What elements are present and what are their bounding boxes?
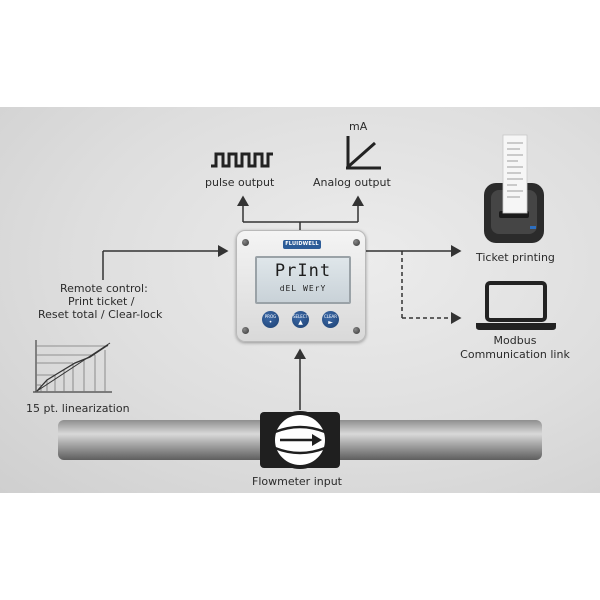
communication-link-label: Communication link xyxy=(460,348,570,361)
laptop-icon xyxy=(476,281,556,330)
brand-logo: FLUIDWELL xyxy=(283,240,321,249)
modbus-connector xyxy=(401,251,462,324)
output-connector xyxy=(237,195,364,230)
screw-icon xyxy=(242,327,249,334)
ticket-printing-label: Ticket printing xyxy=(476,251,555,264)
modbus-label: Modbus xyxy=(493,334,537,347)
screw-icon xyxy=(242,239,249,246)
printer-icon xyxy=(484,134,544,243)
clear-button[interactable]: CLEAR ► xyxy=(322,311,339,328)
analog-unit-label: mA xyxy=(349,120,368,133)
screw-icon xyxy=(353,327,360,334)
select-button-label: SELECT xyxy=(292,314,309,319)
clear-button-symbol: ► xyxy=(328,319,333,326)
analog-output-label: Analog output xyxy=(313,176,391,189)
clear-button-label: CLEAR xyxy=(323,314,338,319)
lcd-main-text: PrInt xyxy=(274,261,332,281)
linearization-graph-icon xyxy=(33,340,112,393)
pulse-icon xyxy=(211,152,273,168)
reset-total-label: Reset total / Clear-lock xyxy=(38,308,163,321)
prog-button-symbol: • xyxy=(268,319,273,326)
lcd-sub-text: dEL WErY xyxy=(279,284,327,293)
pulse-output-label: pulse output xyxy=(205,176,275,189)
flowmeter-input-label: Flowmeter input xyxy=(252,475,342,488)
prog-button[interactable]: PROG • xyxy=(262,311,279,328)
flow-indicator-device: FLUIDWELL PrInt dEL WErY PROG • SELECT ▲… xyxy=(236,230,366,342)
screw-icon xyxy=(353,239,360,246)
linearization-label: 15 pt. linearization xyxy=(26,402,130,415)
prog-button-label: PROG xyxy=(264,314,277,319)
remote-control-label: Remote control: xyxy=(60,282,148,295)
print-ticket-label: Print ticket / xyxy=(68,295,135,308)
analog-output-icon xyxy=(346,136,381,170)
select-button-symbol: ▲ xyxy=(298,319,303,326)
remote-control-connector xyxy=(102,245,229,280)
flowmeter-icon xyxy=(260,411,340,469)
select-button[interactable]: SELECT ▲ xyxy=(292,311,309,328)
lcd-display: PrInt dEL WErY xyxy=(255,256,351,304)
